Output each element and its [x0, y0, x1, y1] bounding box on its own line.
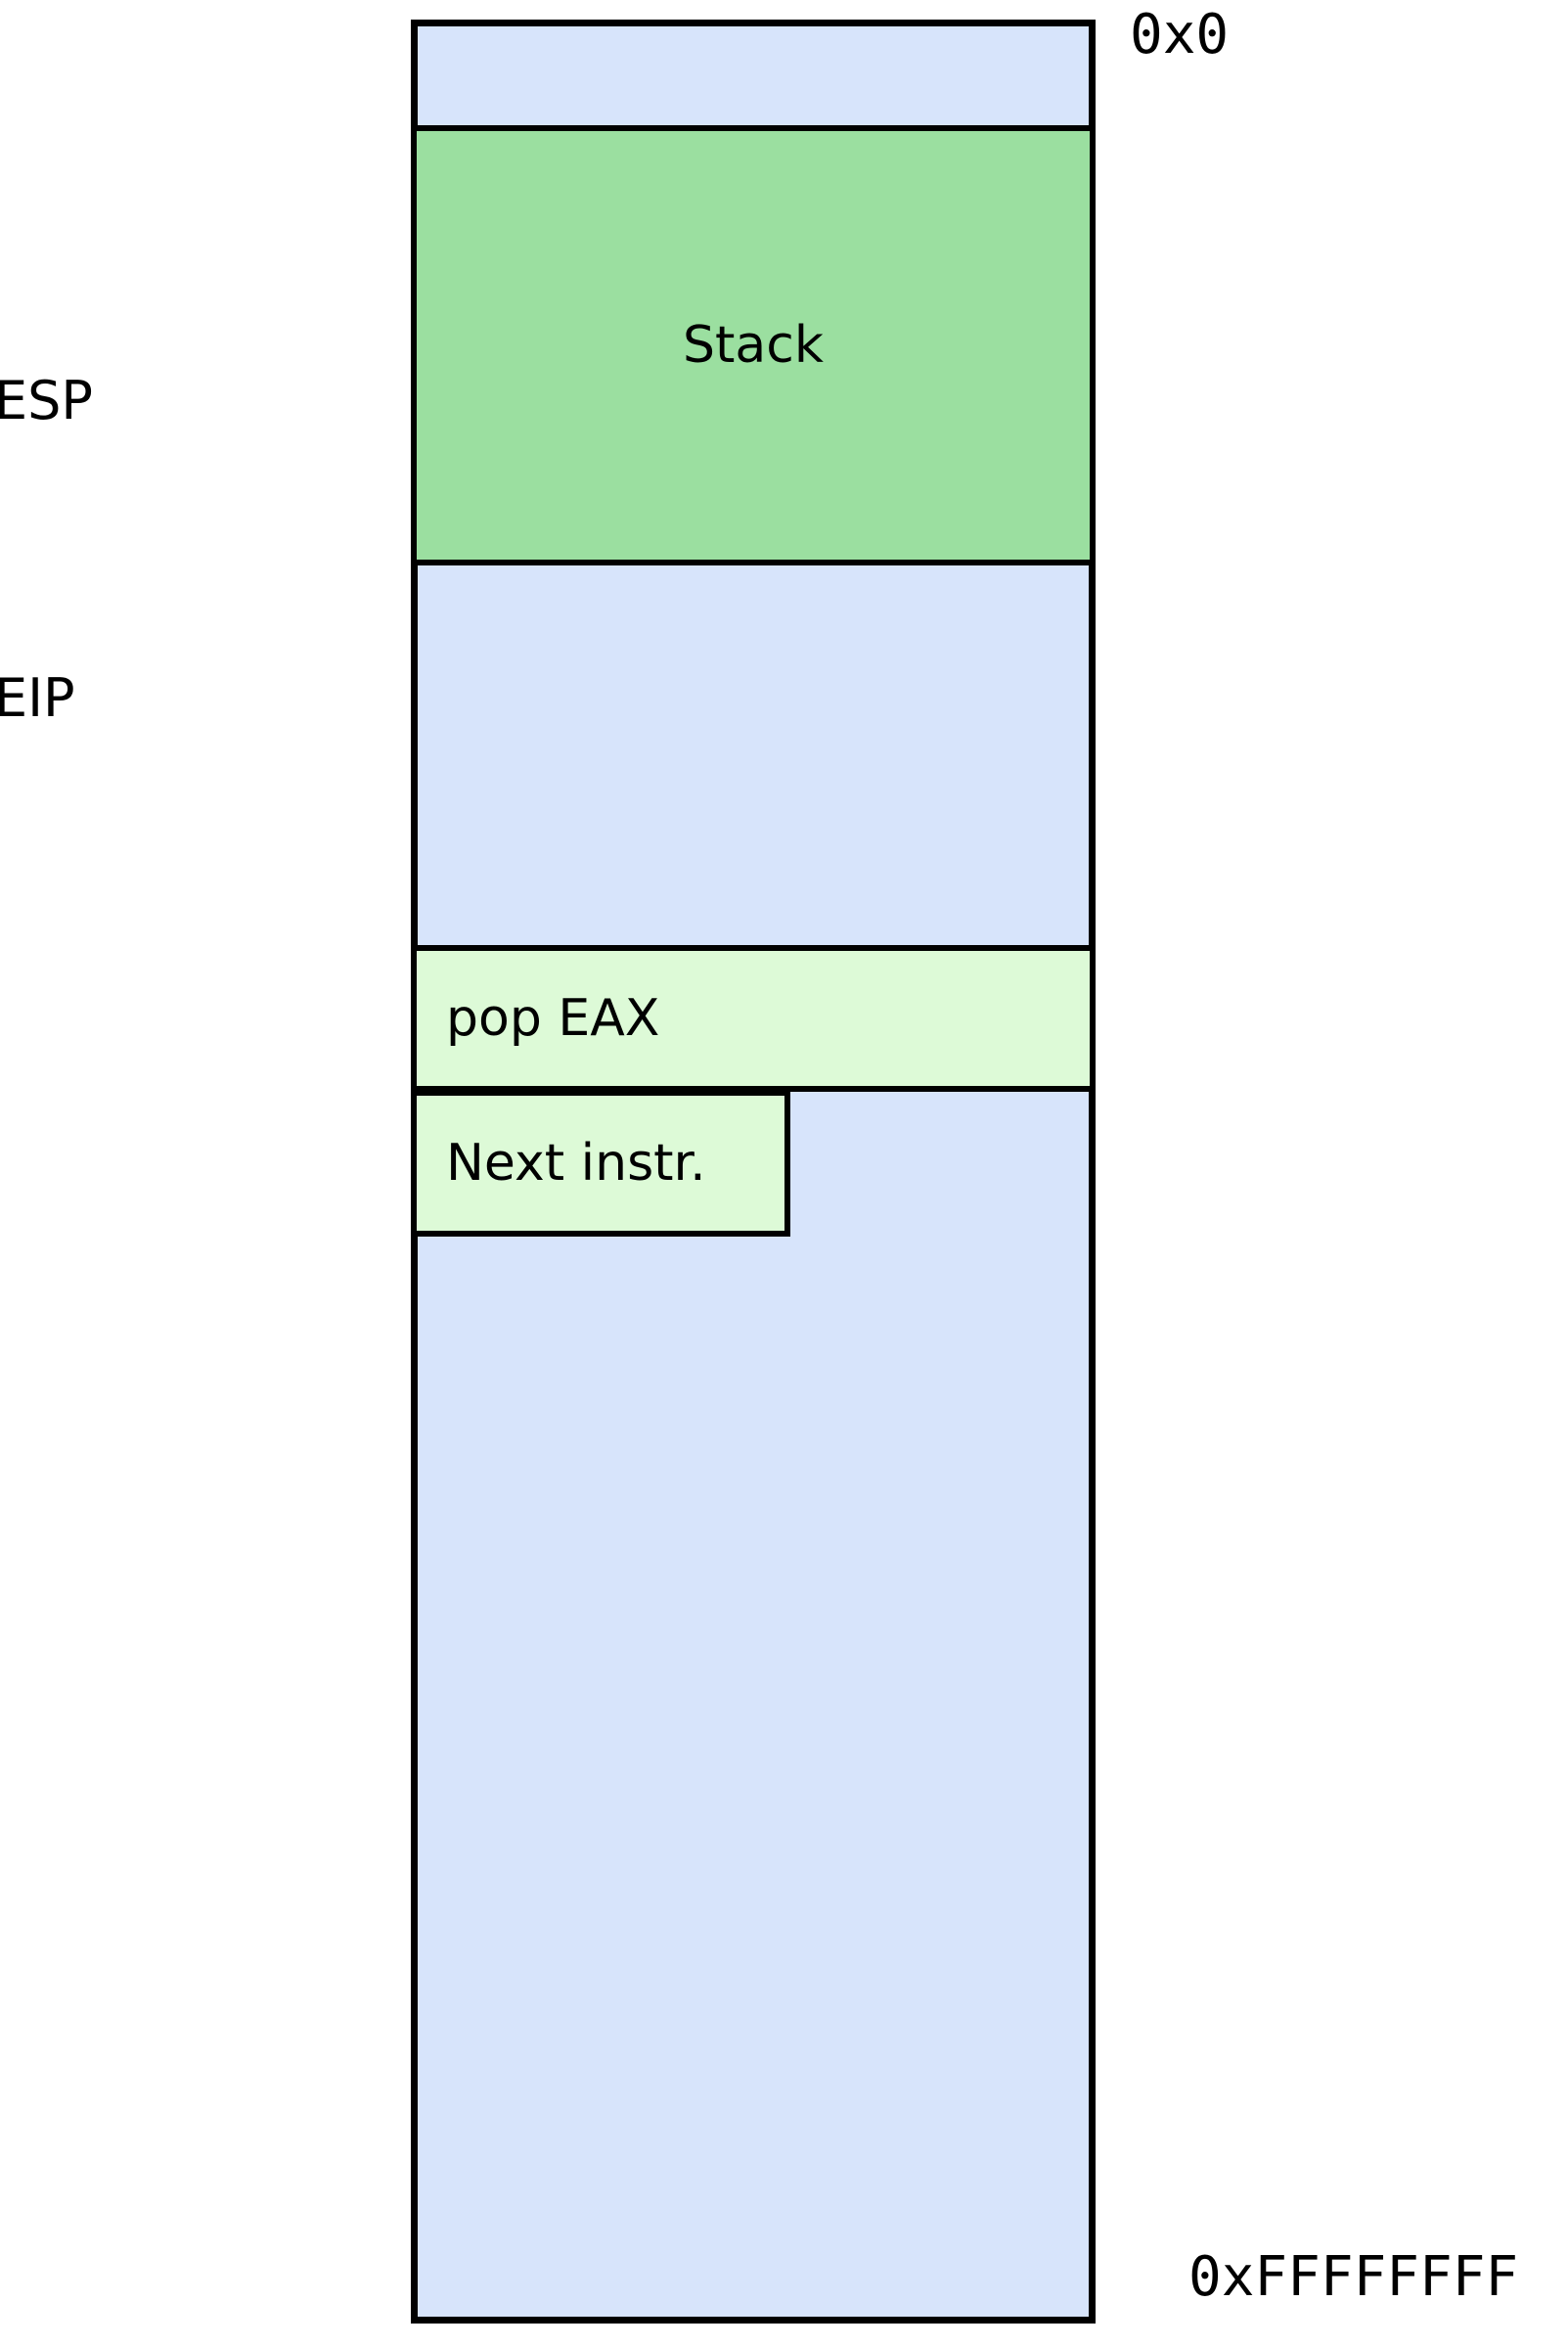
region-label-next-instr: Next instr. — [446, 1134, 706, 1193]
memory-region-pop-eax: pop EAX — [411, 945, 1096, 1092]
memory-region-next-instr: Next instr. — [411, 1090, 790, 1237]
pointer-label-esp: ESP — [0, 370, 93, 431]
region-label-pop-eax: pop EAX — [446, 989, 660, 1048]
memory-region-stack: Stack — [411, 125, 1096, 565]
pointer-label-eip: EIP — [0, 667, 75, 729]
address-label-bottom: 0xFFFFFFFF — [1188, 2245, 1519, 2309]
region-label-stack: Stack — [683, 316, 824, 375]
address-label-top: 0x0 — [1130, 3, 1230, 67]
